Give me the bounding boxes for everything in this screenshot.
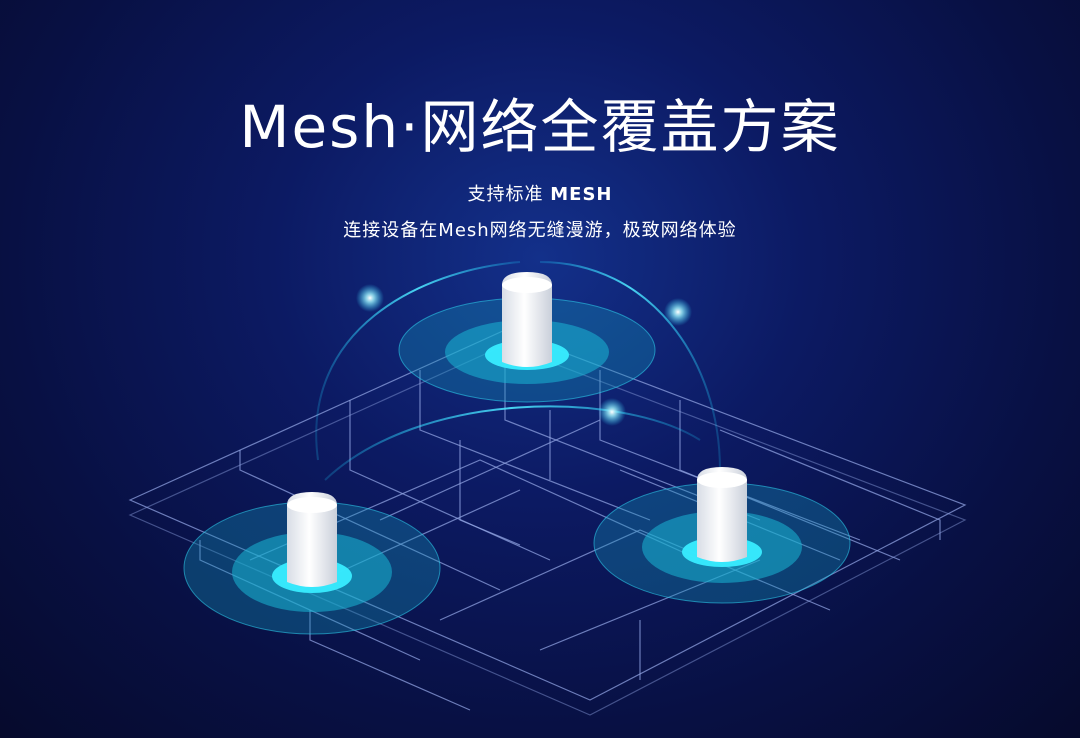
signal-sparkles (356, 284, 692, 426)
subtitle: 支持标准 MESH (0, 180, 1080, 206)
mesh-router-left (183, 492, 441, 635)
mesh-router-right (593, 467, 851, 604)
subtitle-brand: MESH (550, 184, 613, 205)
page-title: Mesh·网络全覆盖方案 (239, 93, 841, 161)
mesh-router-top (398, 272, 656, 403)
mesh-connection-arcs (315, 261, 721, 481)
description: 连接设备在Mesh网络无缝漫游，极致网络体验 (343, 220, 737, 241)
subtitle-prefix: 支持标准 (467, 184, 551, 205)
